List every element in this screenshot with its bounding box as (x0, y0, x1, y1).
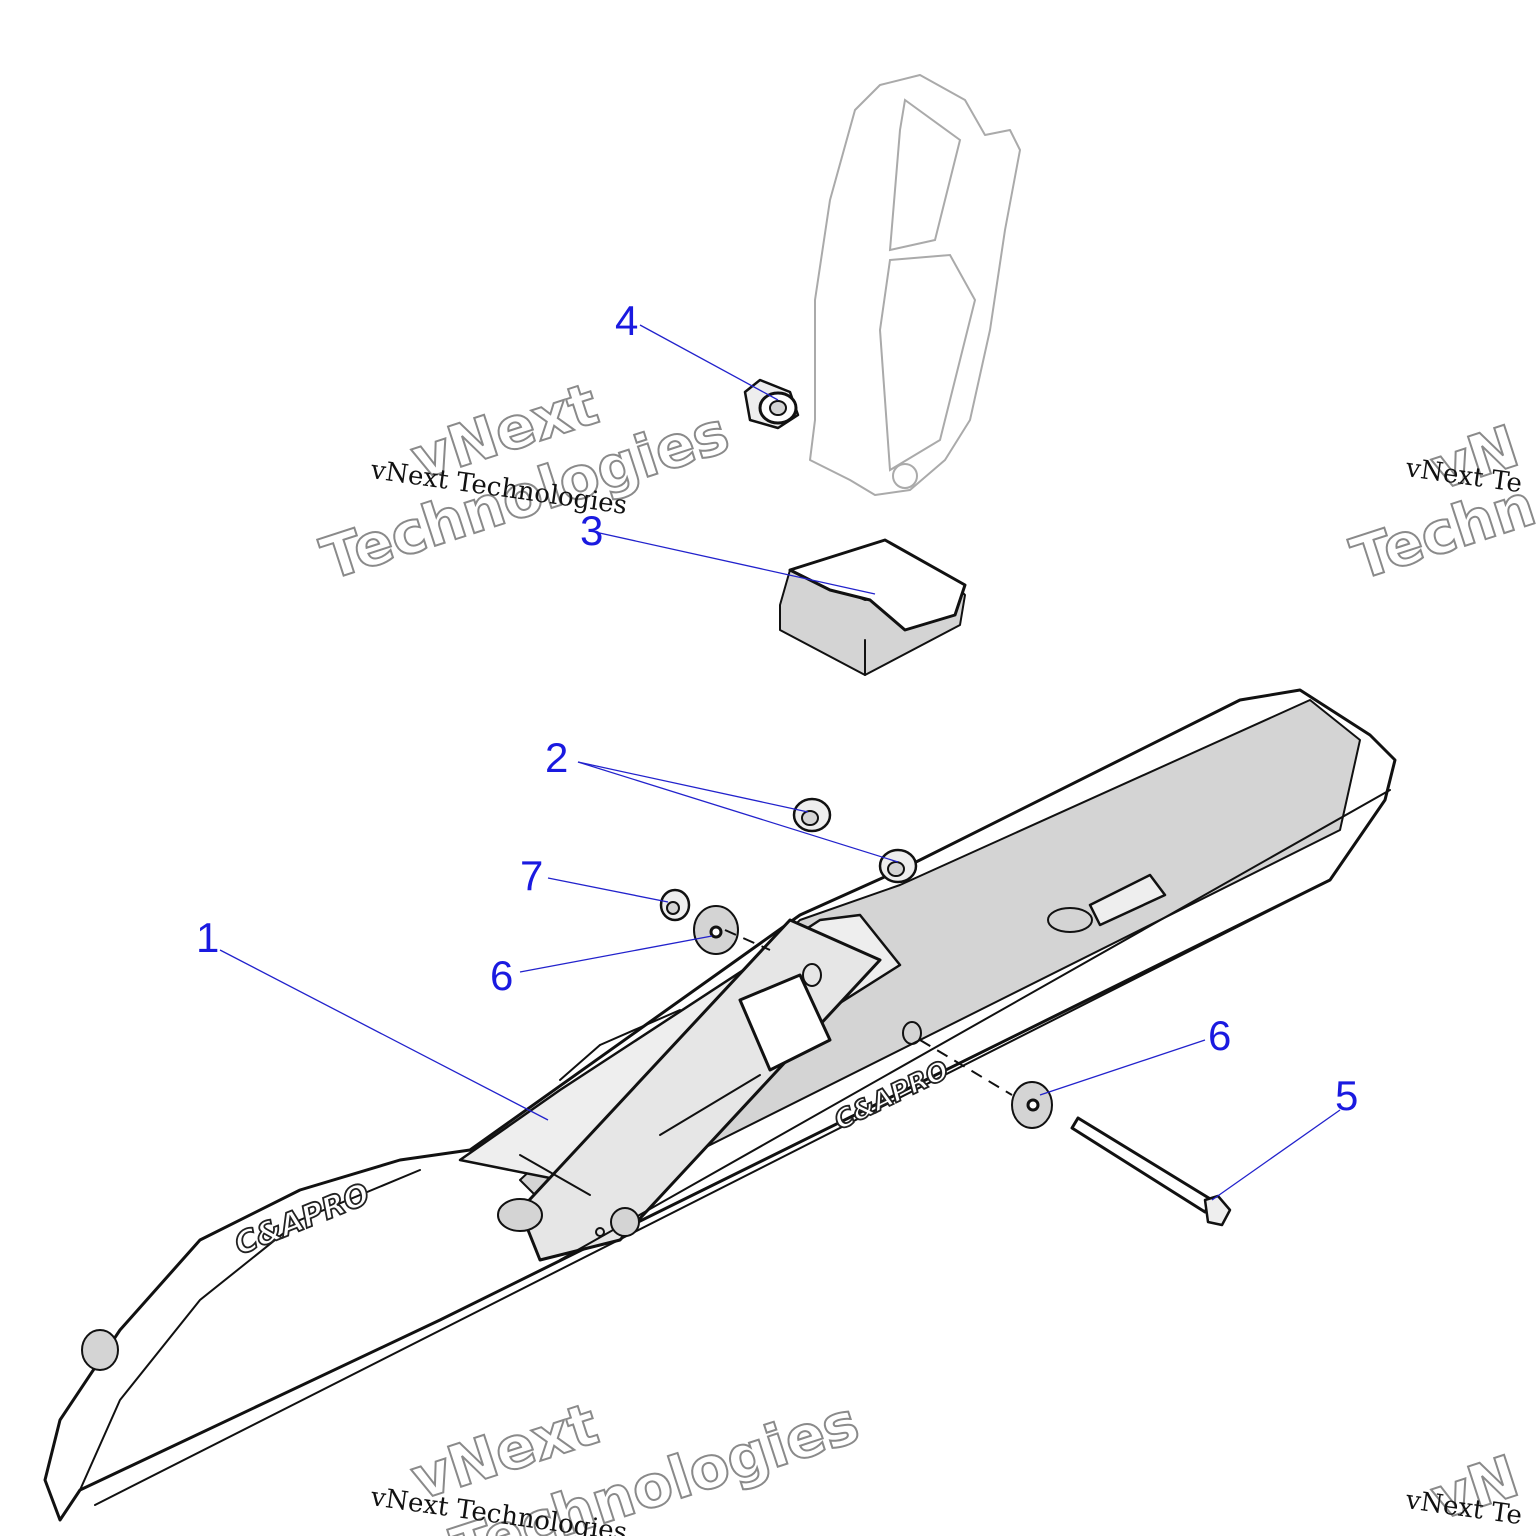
nut-part-2-b (878, 848, 918, 884)
dash-line-left (724, 929, 771, 951)
watermark-upper-right: vN Techn vNext Te (1342, 411, 1536, 594)
callout-3: 3 (580, 507, 603, 554)
callout-5: 5 (1335, 1072, 1358, 1119)
callout-6-left: 6 (490, 952, 513, 999)
nut-part-2-a (792, 797, 832, 833)
wedge-block-part-3 (779, 538, 967, 676)
callout-4: 4 (615, 297, 638, 344)
callout-7: 7 (520, 852, 543, 899)
spindle (809, 74, 1021, 496)
dash-line-right (919, 1039, 1013, 1096)
bolt-part-5 (1070, 1116, 1232, 1227)
callout-1: 1 (196, 914, 219, 961)
nut-part-7 (659, 888, 691, 922)
bushing-part-4 (743, 378, 800, 430)
callout-6-right: 6 (1208, 1012, 1231, 1059)
ski-part-1: C&APRO C&APRO (43, 688, 1397, 1522)
washer-part-6-left (693, 905, 739, 955)
callout-2: 2 (545, 734, 568, 781)
leader-lines (219, 324, 1341, 1201)
watermark-lower-right: vN vNext Te (1403, 1441, 1527, 1534)
watermark-lower-left: vNext Technologies vNext Technologies (368, 1387, 868, 1536)
watermark-upper-left: vNext Technologies vNext Technologies (312, 369, 737, 595)
washer-part-6-right (1011, 1081, 1053, 1129)
